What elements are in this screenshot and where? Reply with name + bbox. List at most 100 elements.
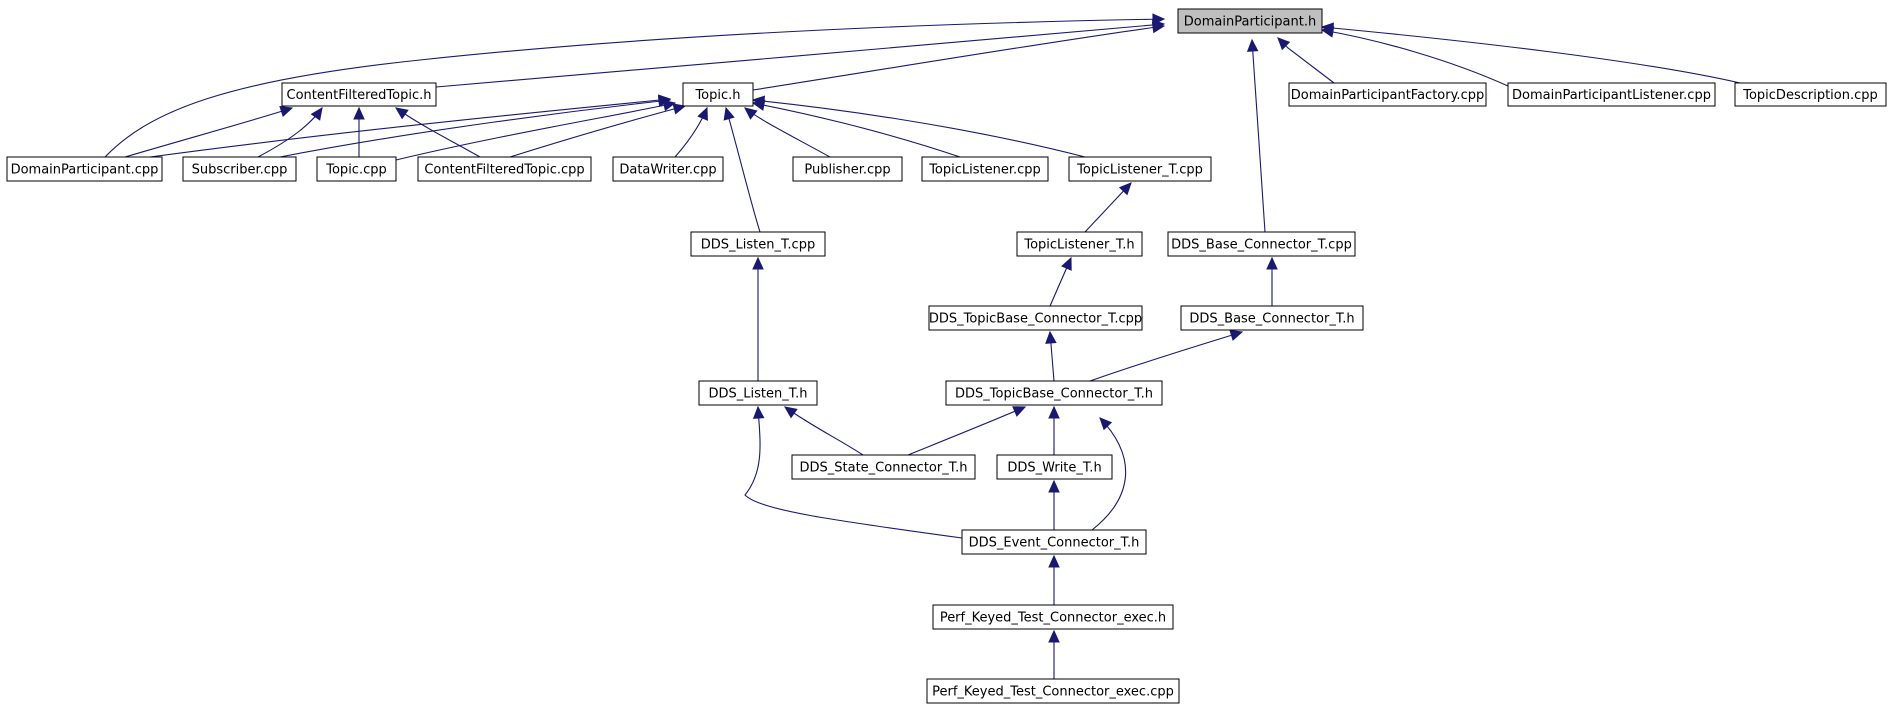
arrowhead: [744, 107, 758, 120]
edge-topiclistener_t_cpp-to-topic_h: [751, 95, 1086, 158]
node-dds-topicbase-connector-t-h[interactable]: DDS_TopicBase_Connector_T.h: [945, 380, 1163, 406]
node-label: ContentFilteredTopic.h: [287, 88, 432, 103]
arrowhead: [662, 99, 677, 112]
edge-perf_keyed_test_connector_exec_cpp-to-perf_keyed_test_connector_exec_h: [1048, 629, 1060, 679]
node-topiclistener-t-cpp[interactable]: TopicListener_T.cpp: [1068, 156, 1212, 182]
arrowhead: [752, 256, 764, 270]
node-label: TopicListener_T.cpp: [1076, 163, 1203, 178]
edge-perf_keyed_test_connector_exec_h-to-dds_event_connector_t_h: [1048, 554, 1060, 605]
node-dds-event-connector-t-h[interactable]: DDS_Event_Connector_T.h: [961, 529, 1147, 555]
arrowhead: [1048, 629, 1060, 643]
node-box: [1177, 8, 1323, 34]
node-box: [1167, 231, 1356, 257]
node-box: [1288, 82, 1487, 107]
node-label: DDS_TopicBase_Connector_T.h: [955, 387, 1153, 402]
edge-dds_listen_t_h-to-dds_listen_t_cpp: [752, 256, 764, 381]
node-label: DDS_TopicBase_Connector_T.cpp: [929, 312, 1142, 327]
node-label: DDS_Write_T.h: [1007, 461, 1101, 476]
node-label: DDS_Listen_T.cpp: [701, 238, 815, 253]
node-dds-topicbase-connector-t-cpp[interactable]: DDS_TopicBase_Connector_T.cpp: [928, 305, 1143, 331]
node-dds-write-t-h[interactable]: DDS_Write_T.h: [996, 454, 1113, 480]
edge-topiclistener_cpp-to-topic_h: [751, 99, 961, 158]
edge-dds_base_connector_t_cpp-to-domainparticipant_h: [1246, 38, 1266, 233]
node-dds-listen-t-cpp[interactable]: DDS_Listen_T.cpp: [690, 231, 826, 257]
edge-dds_listen_t_cpp-to-topic_h: [723, 106, 761, 233]
edge-line: [907, 406, 1026, 456]
arrowhead: [1099, 417, 1113, 431]
arrowhead: [723, 106, 735, 121]
node-label: DomainParticipantListener.cpp: [1512, 88, 1711, 103]
arrowhead: [279, 106, 294, 118]
node-label: TopicListener_T.h: [1023, 238, 1134, 253]
node-domainparticipantlistener-cpp[interactable]: DomainParticipantListener.cpp: [1507, 82, 1716, 107]
node-topic-h[interactable]: Topic.h: [682, 82, 754, 107]
node-contentfilteredtopic-h[interactable]: ContentFilteredTopic.h: [281, 82, 437, 107]
arrowhead: [751, 95, 766, 107]
arrowhead: [697, 106, 708, 121]
node-box: [281, 82, 437, 107]
node-perf-keyed-test-connector-exec-cpp[interactable]: Perf_Keyed_Test_Connector_exec.cpp: [926, 678, 1180, 704]
node-label: DDS_Base_Connector_T.h: [1189, 312, 1354, 327]
edge-dds_event_connector_t_h-to-dds_write_t_h: [1048, 479, 1060, 530]
arrowhead: [1045, 330, 1057, 344]
node-box: [682, 82, 754, 107]
node-domainparticipant-h[interactable]: DomainParticipant.h: [1177, 8, 1323, 34]
node-subscriber-cpp[interactable]: Subscriber.cpp: [182, 156, 297, 182]
edge-line: [784, 406, 864, 456]
edge-dds_event_connector_t_h-to-dds_listen_t_h: [744, 405, 963, 539]
node-perf-keyed-test-connector-exec-h[interactable]: Perf_Keyed_Test_Connector_exec.h: [932, 604, 1174, 630]
node-label: Publisher.cpp: [804, 163, 890, 178]
edge-contentfilteredtopic_h-to-domainparticipant_h: [435, 19, 1166, 88]
edge-line: [725, 107, 761, 233]
node-datawriter-cpp[interactable]: DataWriter.cpp: [612, 156, 724, 182]
node-topiclistener-t-h[interactable]: TopicListener_T.h: [1016, 231, 1143, 257]
edge-topic_cpp-to-contentfilteredtopic_h: [353, 106, 365, 157]
arrowhead: [1151, 21, 1166, 34]
node-box: [996, 454, 1113, 480]
node-label: DDS_Listen_T.h: [708, 387, 807, 402]
edge-dds_write_t_h-to-dds_topicbase_connector_t_h: [1048, 405, 1060, 455]
arrowhead: [672, 103, 687, 115]
node-topiclistener-cpp[interactable]: TopicListener.cpp: [921, 156, 1049, 182]
arrowhead: [1118, 182, 1132, 196]
node-box: [1507, 82, 1716, 107]
node-label: DDS_Event_Connector_T.h: [969, 536, 1140, 551]
arrowhead: [1266, 256, 1278, 270]
edge-dds_topicbase_connector_t_cpp-to-topiclistener_t_h: [1049, 256, 1072, 307]
edge-line: [279, 99, 671, 158]
edge-line: [104, 18, 1165, 158]
node-dds-listen-t-h[interactable]: DDS_Listen_T.h: [698, 380, 818, 406]
node-box: [6, 156, 163, 182]
node-dds-base-connector-t-cpp[interactable]: DDS_Base_Connector_T.cpp: [1167, 231, 1356, 257]
node-topic-cpp[interactable]: Topic.cpp: [316, 156, 397, 182]
node-publisher-cpp[interactable]: Publisher.cpp: [792, 156, 903, 182]
edge-domainparticipantfactory_cpp-to-domainparticipant_h: [1277, 37, 1335, 84]
node-label: DomainParticipant.h: [1184, 15, 1316, 30]
edge-dds_event_connector_t_h-to-dds_topicbase_connector_t_h: [1091, 417, 1127, 531]
edge-topicdescription_cpp-to-domainparticipant_h: [1320, 22, 1741, 84]
node-label: DDS_State_Connector_T.h: [799, 461, 967, 476]
edge-domainparticipant_cpp-to-domainparticipant_h: [104, 13, 1166, 158]
arrowhead: [1152, 13, 1166, 25]
node-contentfilteredtopic-cpp[interactable]: ContentFilteredTopic.cpp: [417, 156, 592, 182]
node-label: DomainParticipant.cpp: [11, 163, 159, 178]
node-label: TopicListener.cpp: [928, 163, 1041, 178]
node-dds-state-connector-t-h[interactable]: DDS_State_Connector_T.h: [791, 454, 976, 480]
edge-dds_state_connector_t_h-to-dds_topicbase_connector_t_h: [907, 406, 1027, 456]
node-domainparticipant-cpp[interactable]: DomainParticipant.cpp: [6, 156, 163, 182]
node-topicdescription-cpp[interactable]: TopicDescription.cpp: [1734, 82, 1887, 107]
arrowhead: [395, 107, 409, 120]
node-box: [1734, 82, 1887, 107]
edge-topiclistener_t_h-to-topiclistener_t_cpp: [1084, 182, 1132, 233]
node-domainparticipantfactory-cpp[interactable]: DomainParticipantFactory.cpp: [1288, 82, 1487, 107]
arrowhead: [1012, 406, 1027, 417]
node-dds-base-connector-t-h[interactable]: DDS_Base_Connector_T.h: [1180, 305, 1364, 331]
arrowhead: [353, 106, 365, 120]
edge-line: [395, 102, 676, 161]
node-box: [612, 156, 724, 182]
node-box: [961, 529, 1147, 555]
edge-line: [435, 23, 1165, 88]
edge-line: [744, 406, 963, 539]
node-label: DDS_Base_Connector_T.cpp: [1171, 238, 1352, 253]
